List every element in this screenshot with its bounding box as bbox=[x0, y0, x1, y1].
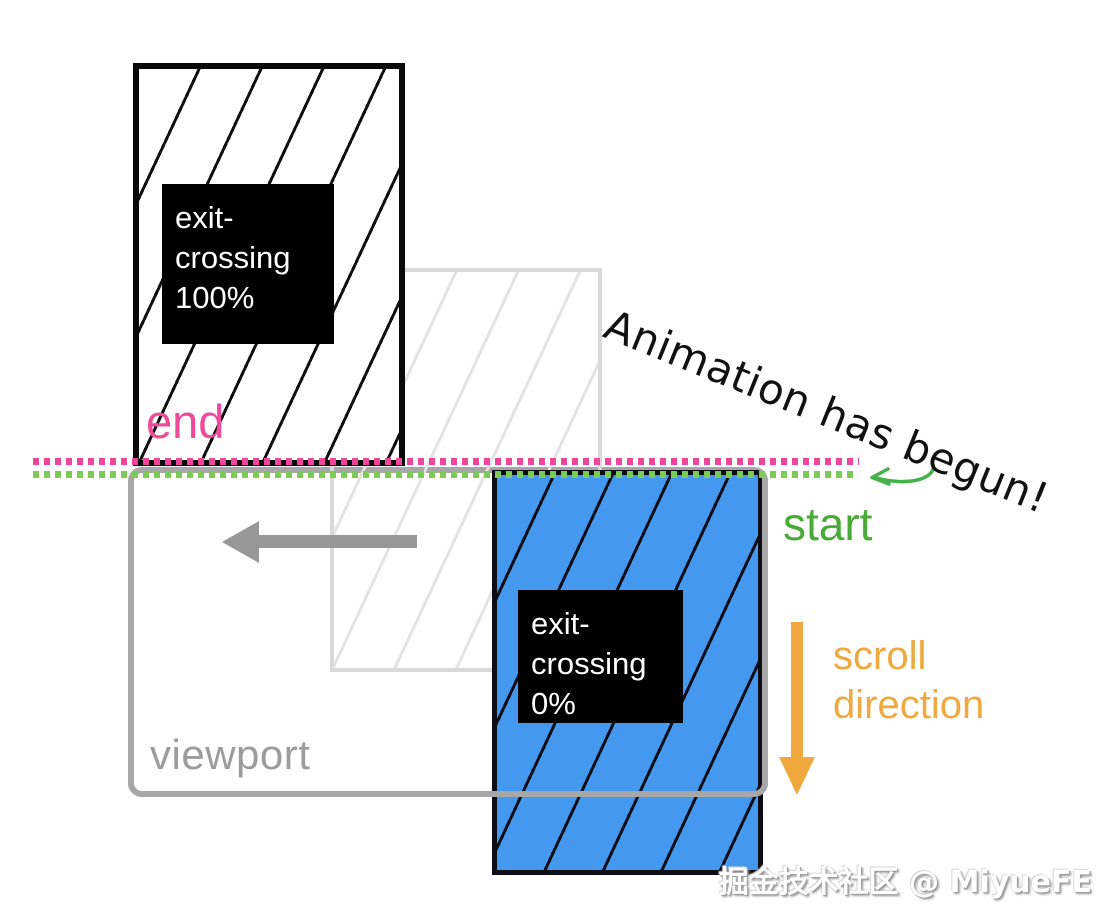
subject-motion-arrowhead-icon bbox=[222, 521, 259, 563]
scroll-direction-label: scroll direction bbox=[833, 634, 985, 727]
end-range-label: end bbox=[146, 395, 225, 448]
subject-end-label: exit- crossing 100% bbox=[162, 184, 334, 344]
scroll-direction-arrow bbox=[791, 622, 803, 759]
start-range-dotted-line bbox=[33, 471, 857, 478]
subject-start-label-line1: exit- bbox=[531, 606, 590, 641]
start-pointer-curved-arrow-icon bbox=[870, 462, 935, 486]
viewport-label: viewport bbox=[150, 731, 311, 778]
subject-start-box: exit- crossing 0% bbox=[492, 470, 763, 875]
watermark: 掘金技术社区 @ MiyueFE bbox=[718, 865, 1092, 900]
subject-motion-arrow bbox=[256, 535, 417, 548]
end-range-dotted-line bbox=[33, 458, 859, 465]
subject-end-box: exit- crossing 100% bbox=[133, 63, 405, 466]
subject-end-label-line2: crossing bbox=[175, 240, 291, 275]
subject-start-label: exit- crossing 0% bbox=[518, 590, 683, 723]
start-range-label: start bbox=[783, 498, 873, 550]
scroll-direction-arrowhead-icon bbox=[779, 757, 815, 795]
subject-end-label-line1: exit- bbox=[175, 200, 234, 235]
subject-start-label-line2: crossing bbox=[531, 646, 647, 681]
subject-end-label-line3: 100% bbox=[175, 280, 255, 315]
subject-start-label-line3: 0% bbox=[531, 686, 576, 721]
